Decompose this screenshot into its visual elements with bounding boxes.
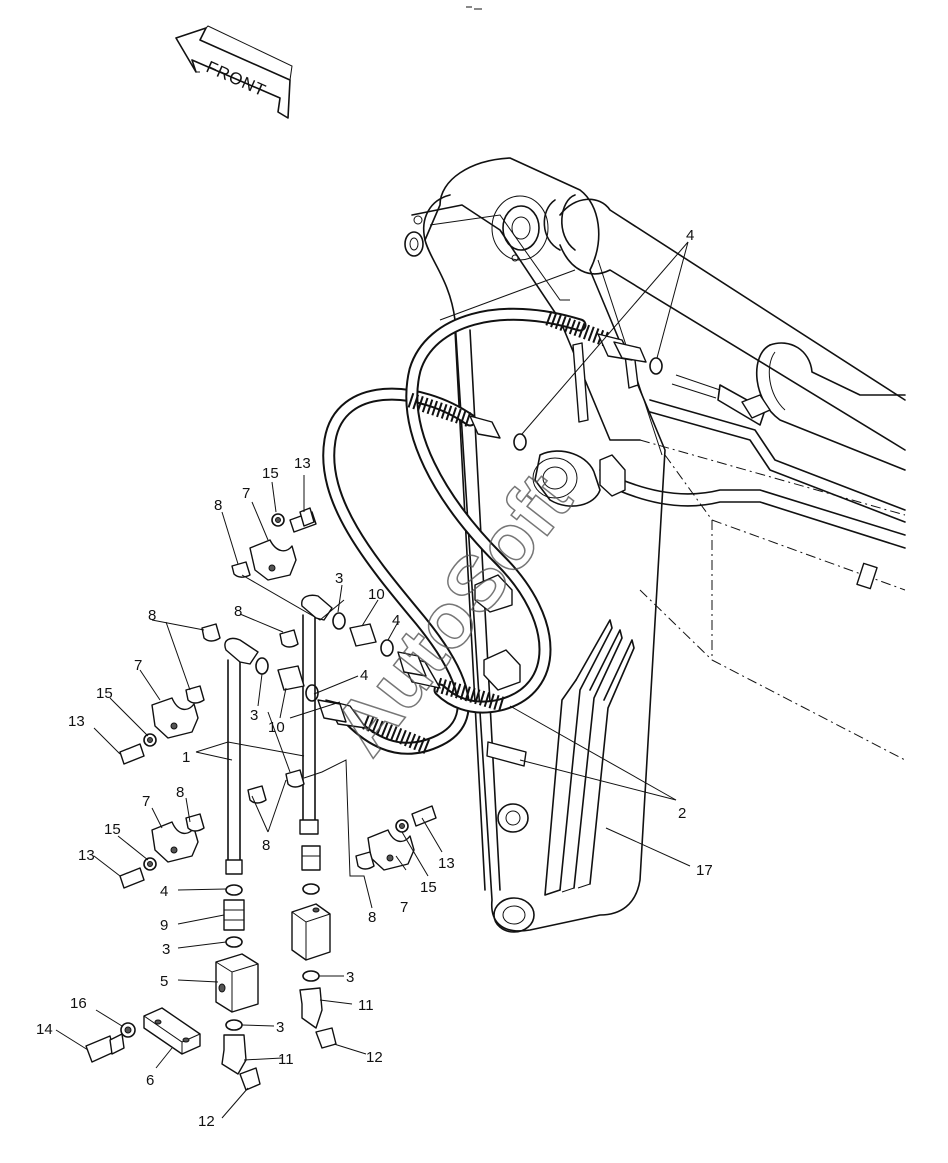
callout-7: 7 [400,899,408,916]
leader-lines [55,241,691,1119]
callout-3: 3 [276,1019,284,1036]
callout-10: 10 [368,586,385,603]
callout-15: 15 [262,465,279,482]
callout-13: 13 [438,855,455,872]
callout-5: 5 [160,973,168,990]
front-arrow-icon: FRONT [175,25,293,119]
callout-12: 12 [366,1049,383,1066]
callout-13: 13 [78,847,95,864]
callout-17: 17 [696,862,713,879]
callout-13: 13 [294,455,311,472]
callout-9: 9 [160,917,168,934]
callout-15: 15 [104,821,121,838]
callout-13: 13 [68,713,85,730]
callout-14: 14 [36,1021,53,1038]
callout-7: 7 [142,793,150,810]
callout-3: 3 [162,941,170,958]
callout-11: 11 [278,1051,294,1068]
callout-15: 15 [96,685,113,702]
callout-8: 8 [214,497,222,514]
callout-7: 7 [242,485,250,502]
callout-16: 16 [70,995,87,1012]
callout-3: 3 [335,570,343,587]
callout-1: 1 [182,749,190,766]
callout-10: 10 [268,719,285,736]
callout-4: 4 [360,667,368,684]
callout-8: 8 [148,607,156,624]
callout-3: 3 [250,707,258,724]
callout-2: 2 [678,805,686,822]
boom-cylinder [491,194,906,471]
clamps [151,539,415,871]
boom-ribs [544,619,635,896]
callout-8: 8 [176,784,184,801]
callout-6: 6 [146,1072,154,1089]
callouts: 4 15 13 7 8 3 10 4 8 8 4 7 15 13 3 10 1 … [36,227,713,1130]
bolts-washers [85,507,437,1063]
short-hoses [224,594,427,875]
callout-8: 8 [262,837,270,854]
callout-11: 11 [358,997,374,1014]
callout-3: 3 [346,969,354,986]
top-mark [466,6,482,10]
callout-12: 12 [198,1113,215,1130]
boom [404,157,906,933]
callout-7: 7 [134,657,142,674]
callout-4: 4 [392,612,400,629]
callout-15: 15 [420,879,437,896]
callout-4: 4 [686,227,694,244]
callout-8: 8 [368,909,376,926]
boom-pipe [599,394,906,590]
callout-4: 4 [160,883,168,900]
lower-fittings [143,845,337,1091]
callout-8: 8 [234,603,242,620]
